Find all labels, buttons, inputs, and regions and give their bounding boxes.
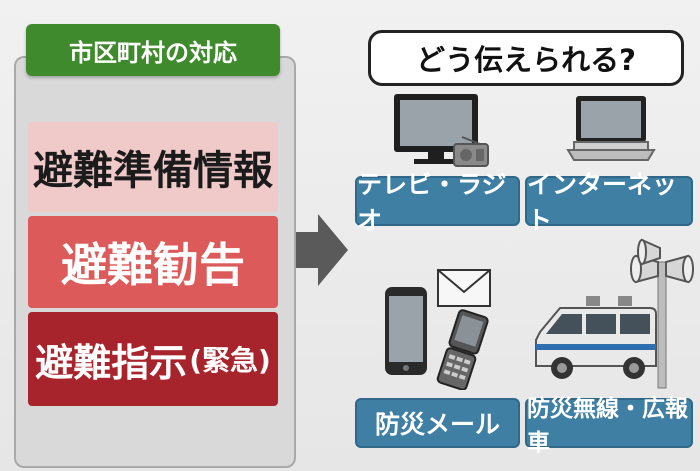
envelope-icon bbox=[437, 269, 491, 307]
flip-phone-icon bbox=[436, 309, 489, 390]
level-evacuation-order-sub: (緊急) bbox=[189, 344, 271, 377]
channel-tv-radio: テレビ・ラジオ bbox=[355, 170, 520, 235]
level-evacuation-preparation: 避難準備情報 bbox=[28, 122, 278, 212]
laptop-icon bbox=[566, 96, 656, 161]
channel-internet: インターネット bbox=[525, 170, 693, 235]
level-evacuation-order-label: 避難指示 bbox=[35, 340, 188, 385]
smartphone-icon bbox=[385, 287, 427, 375]
channel-disaster-mail: 防災メール bbox=[355, 398, 520, 448]
level-evacuation-order: 避難指示(緊急) bbox=[28, 312, 278, 406]
municipality-response-header: 市区町村の対応 bbox=[26, 24, 280, 76]
tv-radio-icon bbox=[394, 94, 489, 167]
level-evacuation-advisory: 避難勧告 bbox=[28, 216, 278, 308]
loudspeaker-van-icon bbox=[535, 238, 694, 389]
channel-disaster-radio-van: 防災無線・広報車 bbox=[525, 396, 693, 456]
how-communicated-heading: どう伝えられる? bbox=[368, 30, 684, 86]
right-arrow-icon bbox=[296, 214, 348, 286]
